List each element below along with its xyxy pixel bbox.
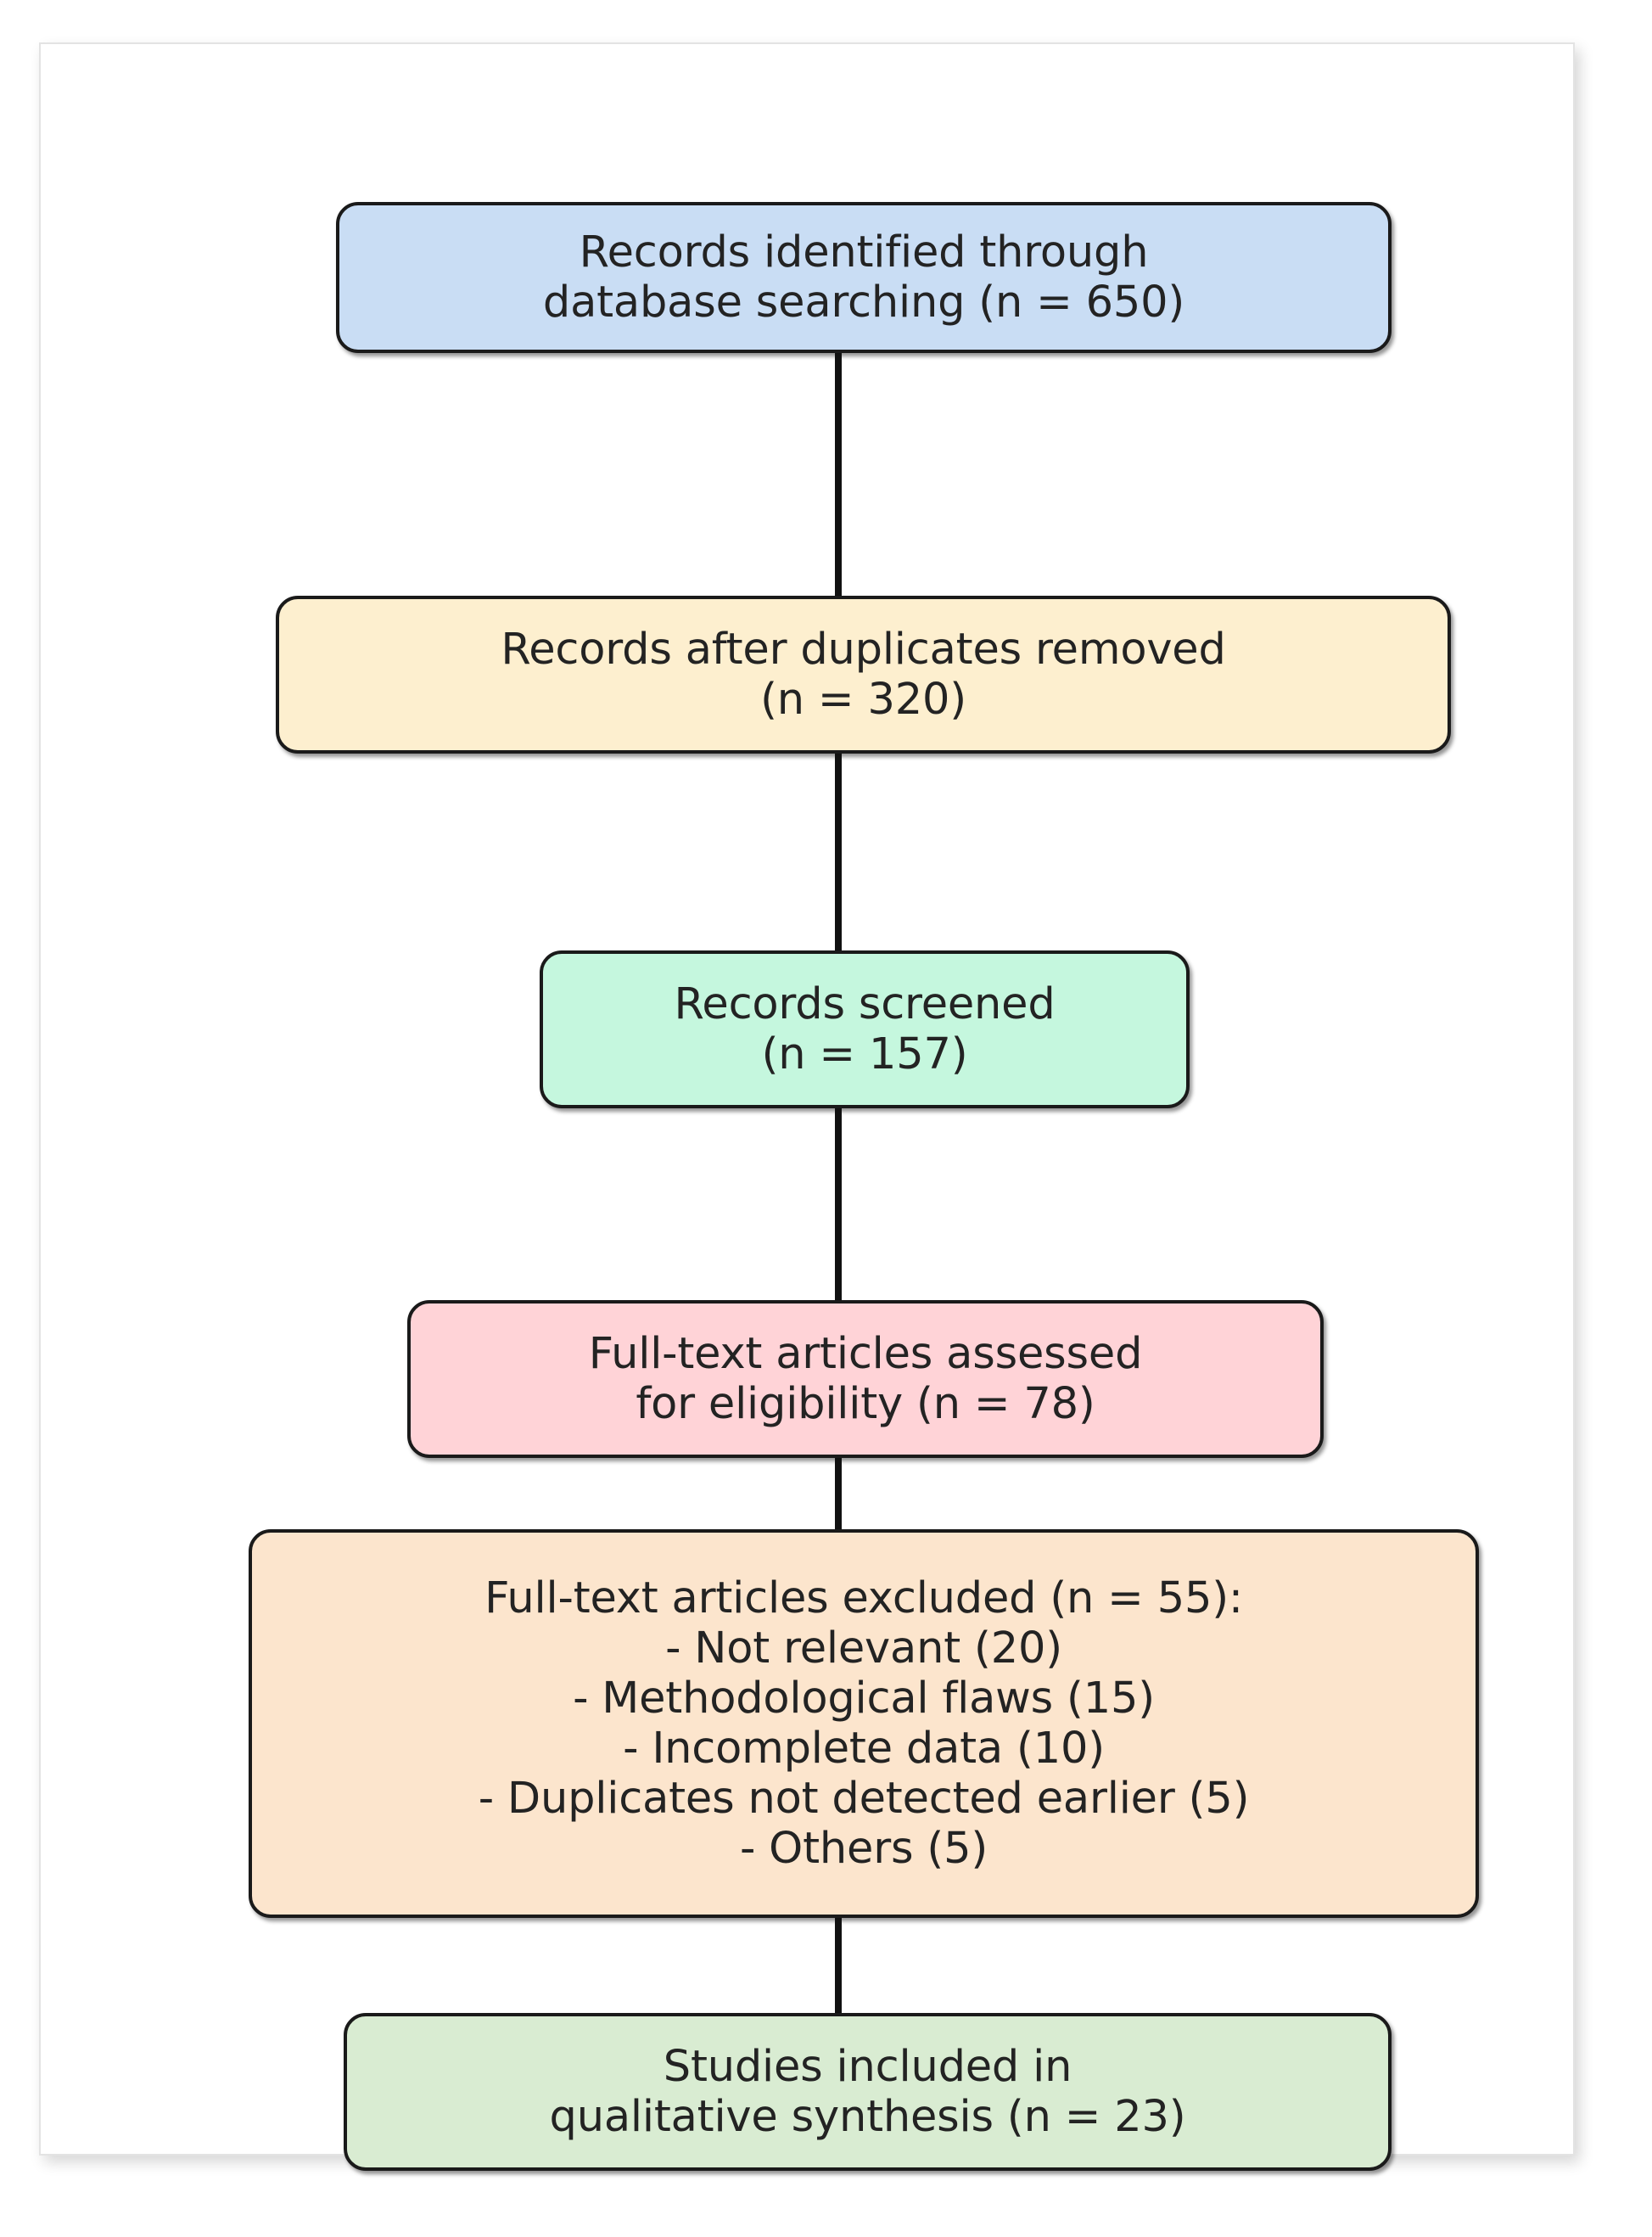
node-records-screened[interactable]: Records screened (n = 157) <box>540 950 1190 1108</box>
node-fulltext-articles-excluded-label: Full-text articles excluded (n = 55): - … <box>478 1573 1250 1875</box>
diagram-frame: Records identified through database sear… <box>39 42 1575 2171</box>
node-fulltext-articles-excluded[interactable]: Full-text articles excluded (n = 55): - … <box>249 1529 1479 1918</box>
node-records-identified-label: Records identified through database sear… <box>542 227 1185 328</box>
node-records-after-duplicates-removed-label: Records after duplicates removed (n = 32… <box>501 624 1226 725</box>
node-records-identified[interactable]: Records identified through database sear… <box>336 202 1392 353</box>
node-studies-included[interactable]: Studies included in qualitative synthesi… <box>344 2013 1392 2171</box>
connector-duplicates-to-screened <box>835 754 842 952</box>
node-fulltext-articles-assessed[interactable]: Full-text articles assessed for eligibil… <box>407 1300 1324 1458</box>
connector-excluded-to-included <box>835 1918 842 2015</box>
node-studies-included-label: Studies included in qualitative synthesi… <box>549 2041 1186 2142</box>
node-records-after-duplicates-removed[interactable]: Records after duplicates removed (n = 32… <box>276 596 1451 754</box>
node-fulltext-articles-assessed-label: Full-text articles assessed for eligibil… <box>588 1328 1143 1429</box>
connector-identified-to-duplicates <box>835 353 842 597</box>
prisma-flow-diagram: Records identified through database sear… <box>41 44 1573 2171</box>
connector-fulltext-to-excluded <box>835 1458 842 1531</box>
node-records-screened-label: Records screened (n = 157) <box>674 978 1056 1079</box>
connector-screened-to-fulltext <box>835 1108 842 1302</box>
